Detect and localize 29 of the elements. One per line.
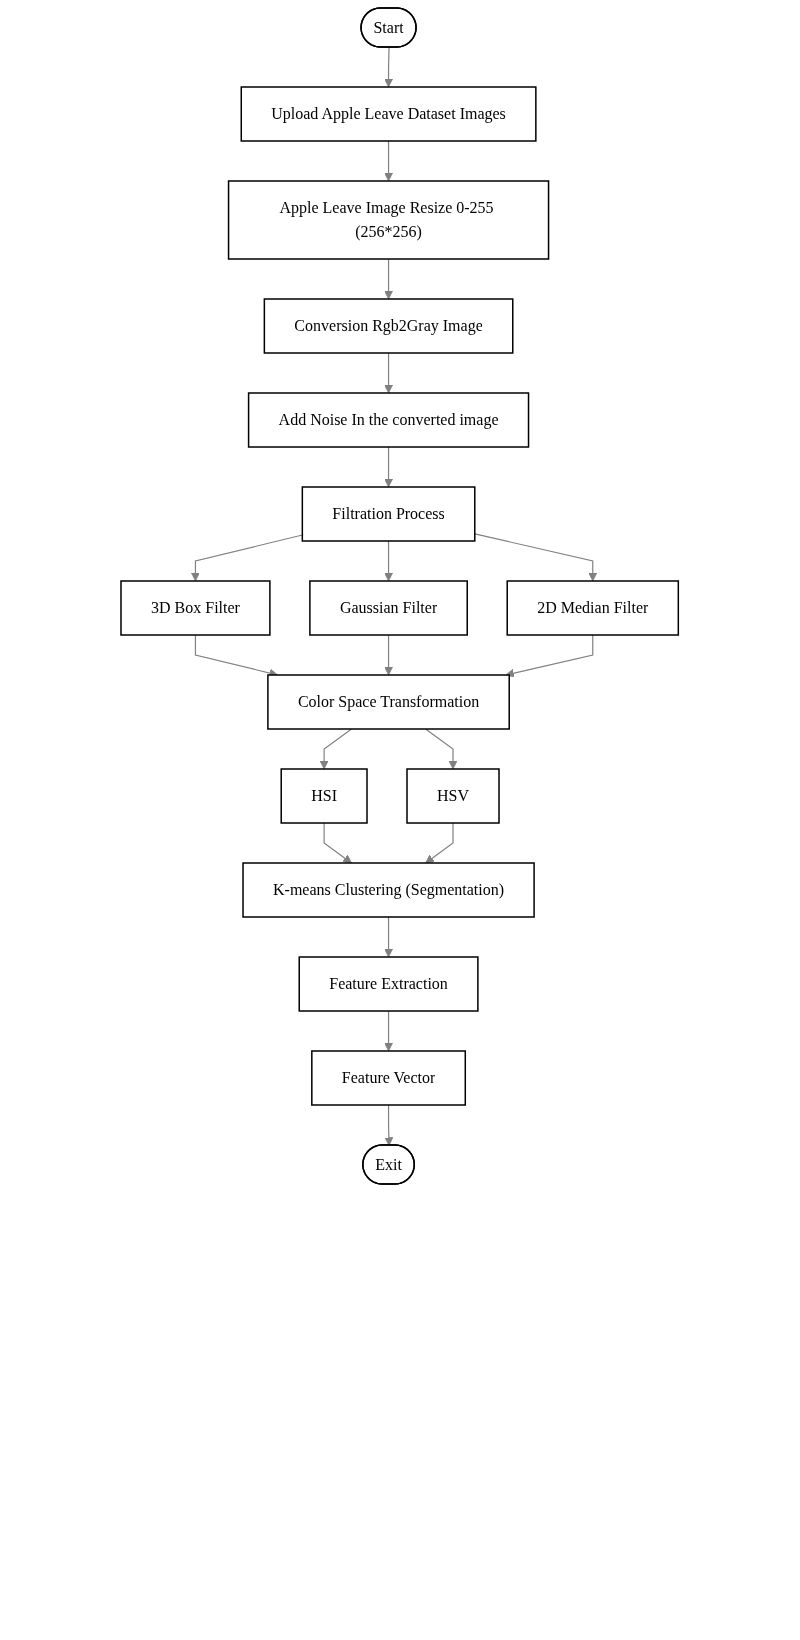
- node-box: HSV: [406, 768, 501, 824]
- node-box: 3D Box Filter: [120, 580, 271, 636]
- node-box: HSI: [280, 768, 369, 824]
- node-box: Feature Vector: [311, 1050, 467, 1106]
- node-box: Conversion Rgb2Gray Image: [263, 298, 514, 354]
- arrow: [425, 822, 454, 864]
- arrow: [384, 634, 394, 676]
- arrow: [384, 46, 394, 88]
- arrow: [384, 258, 394, 300]
- arrow: [505, 634, 594, 678]
- node-box: Feature Extraction: [298, 956, 479, 1012]
- node-box: Gaussian Filter: [309, 580, 469, 636]
- arrow: [384, 140, 394, 182]
- node-box: Add Noise In the converted image: [248, 392, 530, 448]
- arrow: [384, 916, 394, 958]
- arrow: [323, 822, 353, 864]
- node-box: K-means Clustering (Segmentation): [242, 862, 536, 918]
- node-box: Color Space Transformation: [267, 674, 511, 730]
- arrow: [384, 1010, 394, 1052]
- arrow: [384, 446, 394, 488]
- arrow: [320, 728, 353, 770]
- arrow: [425, 728, 458, 770]
- arrow: [384, 352, 394, 394]
- arrow: [384, 540, 394, 582]
- node-box: Upload Apple Leave Dataset Images: [240, 86, 537, 142]
- node-box: Apple Leave Image Resize 0-255 (256*256): [228, 180, 550, 260]
- arrow: [384, 1104, 394, 1146]
- node-box: 2D Median Filter: [506, 580, 680, 636]
- node-box: Filtration Process: [301, 486, 476, 542]
